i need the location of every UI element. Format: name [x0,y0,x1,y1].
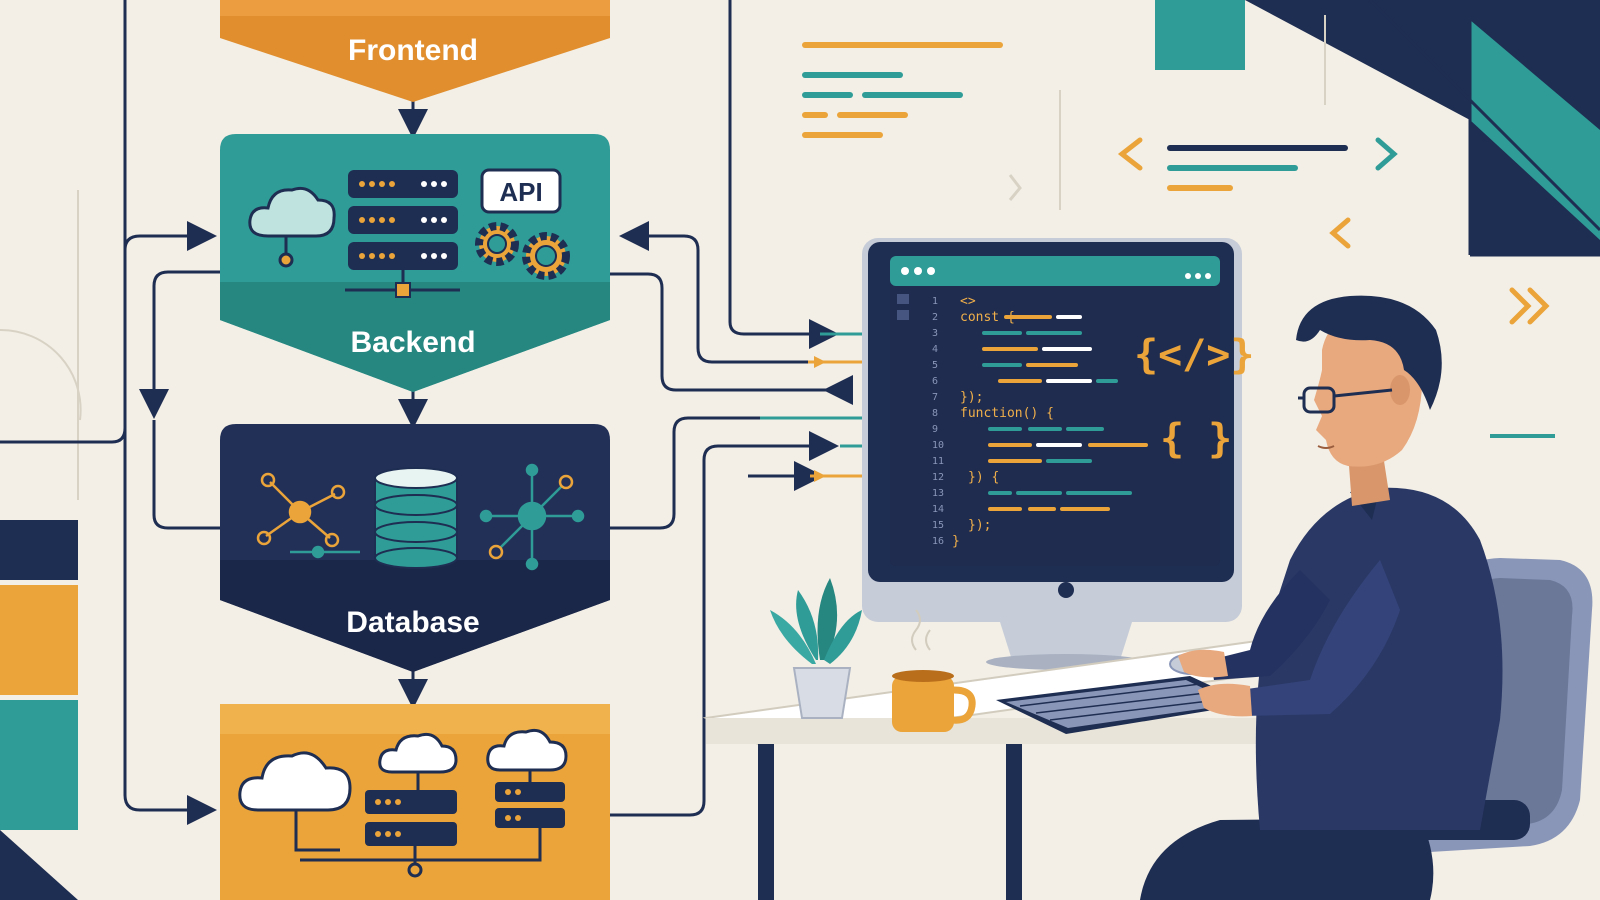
svg-text:4: 4 [932,344,938,355]
svg-text:9: 9 [932,424,938,435]
frontend-label: Frontend [348,34,478,67]
keyboard-icon [996,676,1250,734]
svg-text:3: 3 [932,328,938,339]
backend-label: Backend [350,326,475,359]
svg-text:12: 12 [932,472,944,483]
database-icon [374,467,458,569]
svg-text:});: }); [960,390,983,405]
monitor-icon: 1 2 3 4 5 6 7 8 9 10 11 12 13 14 15 16 <… [862,238,1254,670]
svg-text:8: 8 [932,408,938,419]
svg-text:13: 13 [932,488,944,499]
svg-text:5: 5 [932,360,938,371]
cloud-icon [238,728,568,812]
hub-icon [479,463,585,571]
network-node-icon [256,472,360,559]
svg-text:}: } [952,534,960,549]
server-icon [294,770,565,878]
svg-text:6: 6 [932,376,938,387]
svg-text:function() {: function() { [960,406,1054,421]
code-dashes [982,315,1148,511]
svg-text:16: 16 [932,536,944,547]
code-tag-symbol: {</>} [1134,332,1254,378]
code-brace-symbol: { } [1160,416,1232,462]
svg-text:11: 11 [932,456,944,467]
svg-text:2: 2 [932,312,938,323]
database-label: Database [346,606,479,639]
developer-person-icon [1140,295,1503,900]
cloud-layer [220,704,610,900]
svg-text:1: 1 [932,296,938,307]
svg-text:});: }); [968,518,991,533]
api-label: API [499,177,542,207]
api-badge: API [480,168,562,214]
svg-text:10: 10 [932,440,944,451]
svg-text:const {: const { [960,310,1015,325]
code-line-numbers: 1 2 3 4 5 6 7 8 9 10 11 12 13 14 15 16 [932,296,944,547]
svg-text:}) {: }) { [968,470,999,485]
database-layer: Database [220,424,610,672]
svg-text:7: 7 [932,392,938,403]
backend-layer: API Backend [220,134,610,392]
coffee-mug-icon [892,609,976,732]
svg-text:14: 14 [932,504,944,515]
flow-connectors [0,0,853,825]
cloud-gear-icon [248,186,336,268]
gear-icon [475,222,570,280]
svg-text:15: 15 [932,520,944,531]
code-text: <> const { }); function() { }) { }); } [952,294,1054,549]
server-rack-icon [345,170,460,298]
plant-icon [770,578,862,719]
frontend-layer: Frontend [220,0,610,102]
svg-text:<>: <> [960,294,976,309]
